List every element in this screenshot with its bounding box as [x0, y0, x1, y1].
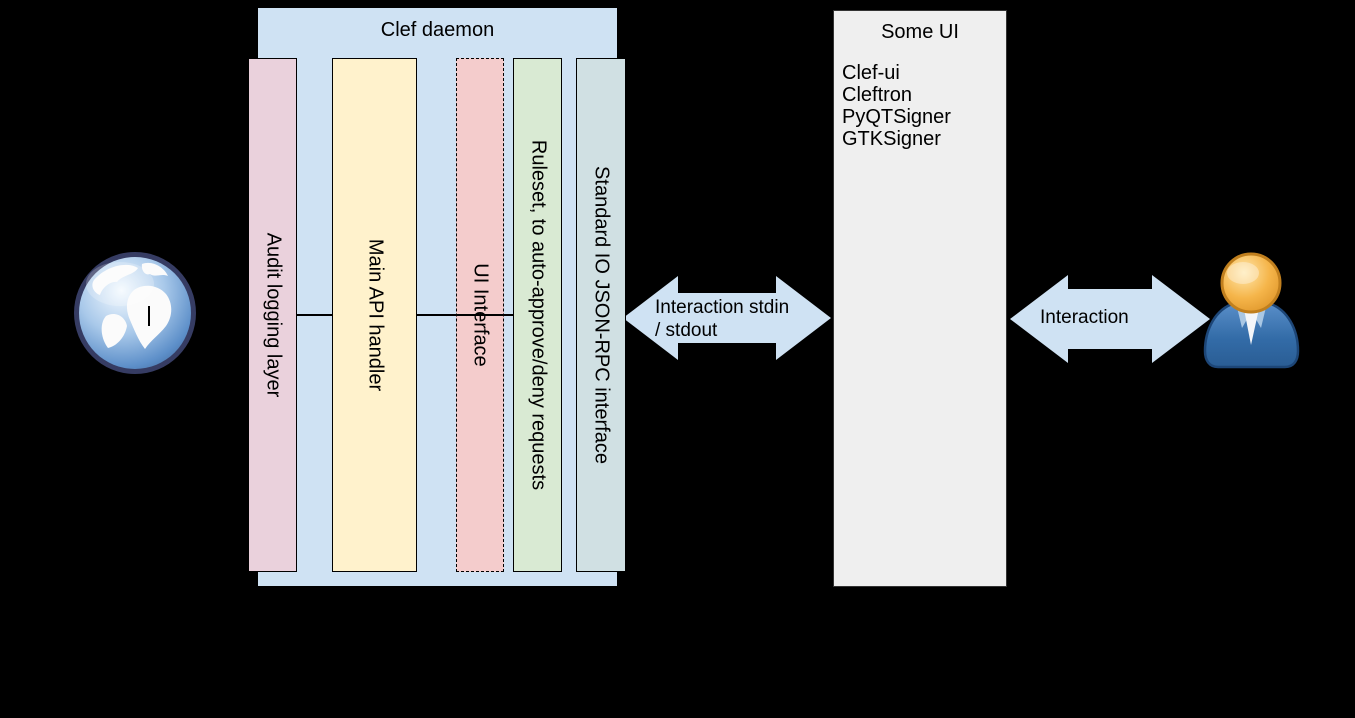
bar-main-api-handler: Main API handler — [332, 58, 417, 572]
connector-audit-to-main — [297, 314, 332, 316]
stdin-stdout-arrow — [623, 276, 831, 360]
connector-main-to-ruleset — [417, 314, 513, 316]
connector-globe-segment — [148, 306, 150, 326]
bar-stdio-label: Standard IO JSON-RPC interface — [590, 166, 613, 464]
some-ui-item-gtksigner: GTKSigner — [842, 128, 941, 150]
clef-daemon-box — [257, 7, 618, 587]
user-interaction-arrow-label: Interaction — [1040, 307, 1129, 328]
some-ui-box — [833, 10, 1007, 587]
some-ui-title: Some UI — [881, 21, 959, 43]
some-ui-list: Clef-ui Cleftron PyQTSigner GTKSigner — [842, 62, 951, 150]
some-ui-item-pyqtsigner: PyQTSigner — [842, 106, 951, 128]
bar-audit-label: Audit logging layer — [262, 232, 284, 398]
person-icon — [1203, 252, 1300, 369]
bar-ruleset: Ruleset, to auto-approve/deny requests — [513, 58, 562, 572]
some-ui-item-clef-ui: Clef-ui — [842, 62, 900, 84]
bar-main-api-label: Main API handler — [364, 238, 386, 392]
bar-ruleset-label: Ruleset, to auto-approve/deny requests — [527, 139, 549, 491]
bar-audit-logging-layer: Audit logging layer — [248, 58, 297, 572]
user-interaction-arrow — [1010, 275, 1210, 363]
bar-stdio-jsonrpc: Standard IO JSON-RPC interface — [576, 58, 626, 572]
clef-daemon-title: Clef daemon — [380, 19, 495, 41]
some-ui-item-cleftron: Cleftron — [842, 84, 913, 106]
stdin-stdout-arrow-label: Interaction stdin / stdout — [655, 297, 790, 341]
globe-icon — [74, 252, 196, 374]
